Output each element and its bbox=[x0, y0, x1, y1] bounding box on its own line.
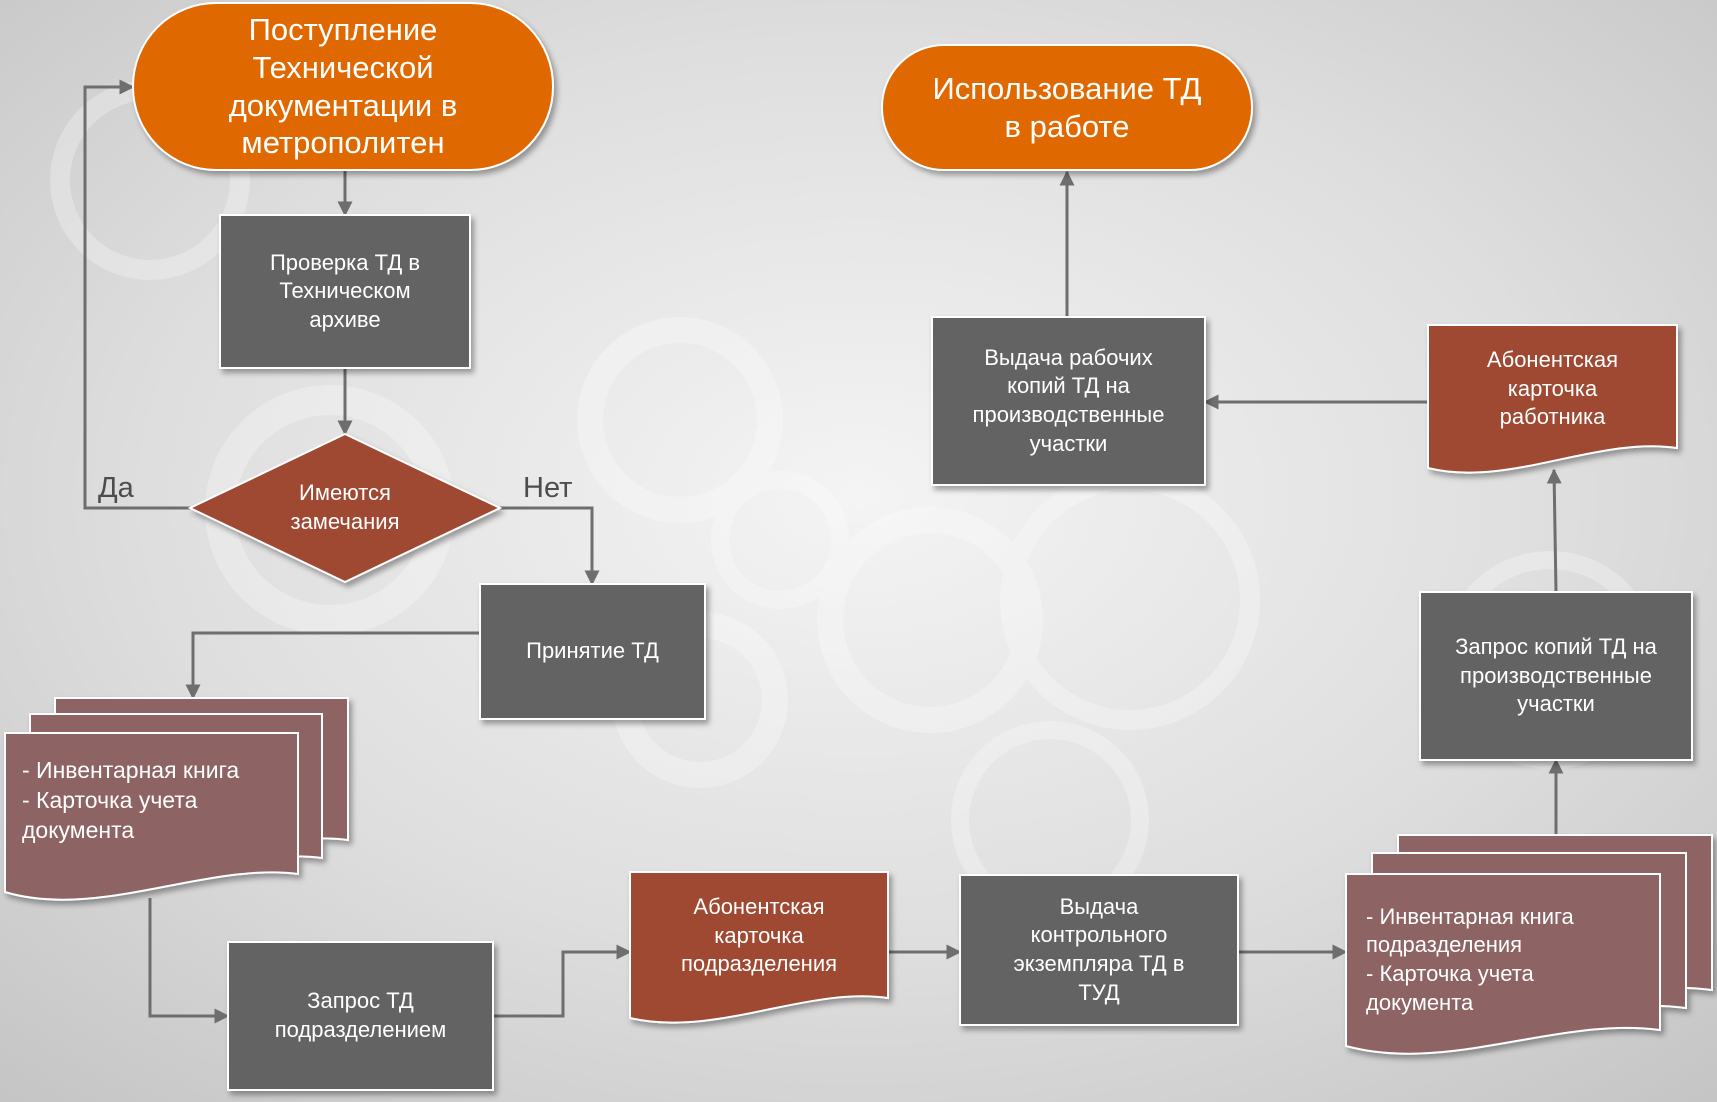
subscriber-card-worker-label: Абонентская карточка работника bbox=[1486, 347, 1619, 430]
registry-documents-label: - Инвентарная книга - Карточка учета док… bbox=[22, 757, 240, 843]
connectors bbox=[83, 79, 1564, 1024]
shapes bbox=[4, 2, 1713, 1091]
check-process bbox=[219, 214, 471, 369]
connector-no-accept bbox=[500, 506, 600, 586]
request-dept-process bbox=[227, 941, 494, 1091]
subscriber-card-worker-document bbox=[1427, 324, 1678, 474]
registry-documents bbox=[4, 697, 349, 901]
end-label: Использование ТД в работе bbox=[932, 70, 1202, 144]
connector-yes-return bbox=[83, 79, 190, 510]
request-copies-process bbox=[1419, 591, 1693, 761]
request-copies-label: Запрос копий ТД на производственные учас… bbox=[1455, 634, 1657, 717]
accept-process bbox=[479, 583, 706, 720]
accept-label: Принятие ТД bbox=[526, 638, 659, 664]
connector-accept-registry bbox=[185, 631, 480, 700]
decision-label: Имеются замечания bbox=[290, 480, 400, 534]
connector-registry-request bbox=[148, 898, 230, 1024]
issue-work-copies-label: Выдача рабочих копий ТД на производствен… bbox=[972, 344, 1165, 456]
request-dept-label: Запрос ТД подразделением bbox=[274, 988, 447, 1042]
decision-diamond bbox=[187, 432, 503, 584]
connector-request-card bbox=[493, 944, 632, 1018]
subscriber-card-dept-label: Абонентская карточка подразделения bbox=[680, 894, 838, 977]
start-label: Поступление Технической документации в м… bbox=[228, 11, 458, 161]
end-terminal bbox=[881, 44, 1253, 171]
check-label: Проверка ТД в Техническом архиве bbox=[269, 249, 421, 332]
subscriber-card-dept-document bbox=[629, 871, 889, 1024]
issue-work-copies-process bbox=[931, 316, 1206, 486]
start-terminal bbox=[132, 2, 554, 171]
decision-no-label: Нет bbox=[523, 472, 573, 504]
dept-registry-documents-label: - Инвентарная книга подразделения - Карт… bbox=[1366, 903, 1574, 1015]
decision-yes-label: Да bbox=[98, 472, 134, 504]
issue-control-copy-process bbox=[959, 874, 1239, 1026]
issue-control-copy-label: Выдача контрольного экземпляра ТД в ТУД bbox=[1013, 893, 1185, 1005]
dept-registry-documents bbox=[1345, 834, 1713, 1055]
connector-request-workercard bbox=[1546, 468, 1562, 593]
